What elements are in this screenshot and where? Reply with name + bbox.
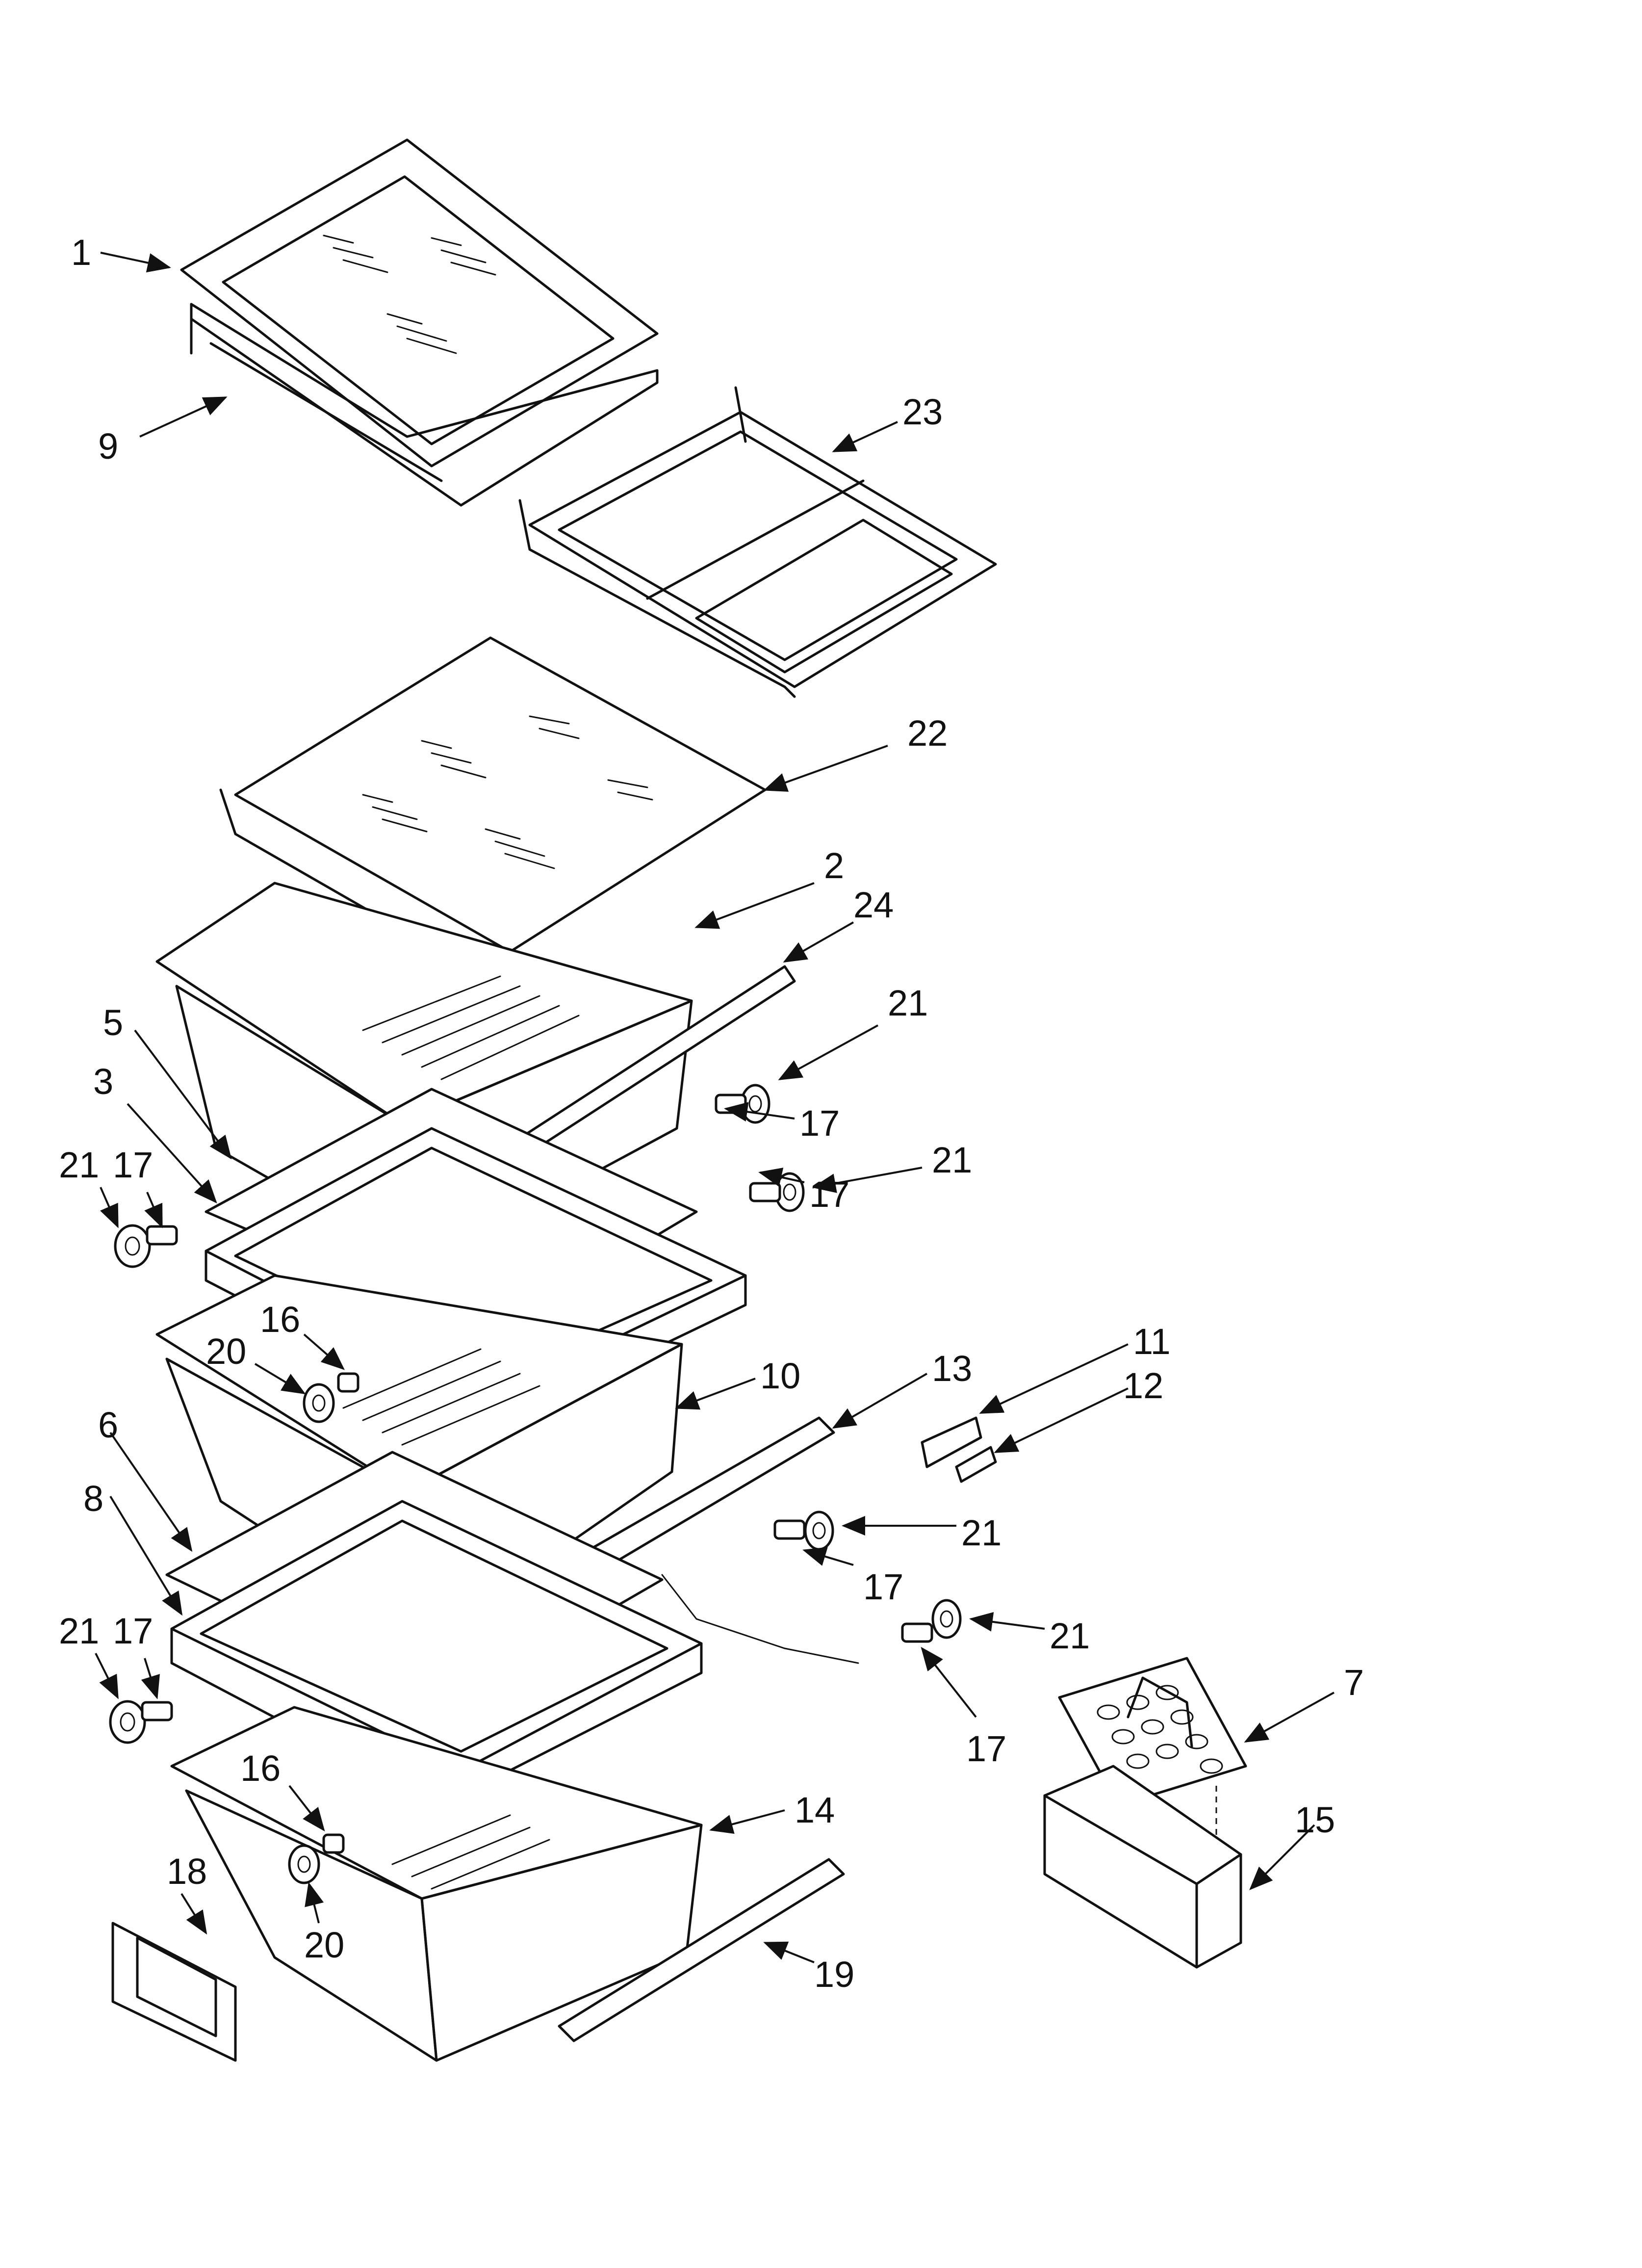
callout-6: 6 bbox=[98, 1405, 118, 1445]
callout-21-d: 21 bbox=[961, 1512, 1001, 1553]
part-15-egg-bin bbox=[1043, 1765, 1242, 1969]
callout-17-a: 17 bbox=[799, 1103, 840, 1144]
callout-16-a: 16 bbox=[260, 1299, 300, 1340]
callout-11: 11 bbox=[1133, 1321, 1171, 1362]
leader-lines bbox=[95, 252, 1334, 1963]
callout-1: 1 bbox=[71, 232, 91, 273]
callout-17-b: 17 bbox=[809, 1174, 849, 1215]
drawer-grille bbox=[342, 1348, 540, 1446]
glass-hatch-marks bbox=[323, 235, 496, 354]
callout-8: 8 bbox=[83, 1478, 103, 1519]
part-1-glass-shelf bbox=[180, 138, 659, 468]
callout-24: 24 bbox=[853, 885, 894, 925]
part-23-drawer-frame bbox=[518, 386, 997, 698]
part-12-clip bbox=[955, 1446, 997, 1483]
roller-20-upper bbox=[303, 1383, 335, 1423]
callout-20-a: 20 bbox=[206, 1331, 246, 1372]
part-10-crisper-drawer bbox=[155, 1274, 683, 1640]
axle-17-middle-right bbox=[773, 1519, 806, 1540]
panel-hatch-marks bbox=[362, 715, 653, 869]
callout-21-f: 21 bbox=[59, 1611, 99, 1651]
callout-3: 3 bbox=[93, 1061, 113, 1102]
callout-labels: 1 9 23 22 2 24 21 17 5 3 21 17 21 17 16 … bbox=[59, 232, 1364, 1995]
callout-17-f: 17 bbox=[113, 1611, 153, 1651]
callout-21-e: 21 bbox=[1050, 1616, 1090, 1656]
axle-17-lower-right bbox=[901, 1622, 933, 1643]
part-11-clip bbox=[921, 1416, 982, 1468]
callout-15: 15 bbox=[1295, 1799, 1335, 1840]
callout-7: 7 bbox=[1344, 1662, 1364, 1703]
axle-17-upper-left bbox=[146, 1225, 178, 1246]
roller-20-lower bbox=[288, 1844, 320, 1884]
wheel-21-middle-right bbox=[804, 1511, 834, 1551]
callout-13: 13 bbox=[932, 1348, 972, 1389]
callout-19: 19 bbox=[814, 1954, 854, 1995]
wheel-21-upper-left bbox=[114, 1224, 151, 1268]
callout-17-e: 17 bbox=[966, 1728, 1006, 1769]
egg-cups bbox=[1097, 1685, 1223, 1774]
callout-17-c: 17 bbox=[113, 1145, 153, 1185]
slide-rail-line bbox=[661, 1574, 859, 1664]
axle-17-lower-left bbox=[141, 1701, 173, 1721]
callout-17-d: 17 bbox=[863, 1566, 903, 1607]
part-19-drawer-trim bbox=[558, 1858, 845, 2042]
stud-16-lower bbox=[322, 1833, 345, 1854]
wheel-21-lower-left bbox=[109, 1700, 146, 1744]
callout-21-b: 21 bbox=[932, 1140, 972, 1180]
callout-2: 2 bbox=[824, 845, 844, 886]
callout-10: 10 bbox=[760, 1356, 800, 1396]
stud-16-upper bbox=[337, 1372, 359, 1393]
part-18-label-card bbox=[111, 1922, 237, 2062]
callout-22: 22 bbox=[907, 713, 948, 754]
callout-14: 14 bbox=[795, 1790, 835, 1830]
callout-16-b: 16 bbox=[240, 1748, 281, 1789]
callout-12: 12 bbox=[1123, 1365, 1163, 1406]
callout-21-a: 21 bbox=[888, 983, 928, 1023]
callout-5: 5 bbox=[103, 1002, 123, 1043]
callout-21-c: 21 bbox=[59, 1145, 99, 1185]
part-9-shelf-frame bbox=[190, 303, 659, 507]
callout-23: 23 bbox=[902, 391, 943, 432]
callout-20-b: 20 bbox=[304, 1925, 344, 1965]
drawer-grille bbox=[362, 975, 580, 1080]
part-14-crisper-drawer bbox=[170, 1706, 703, 2062]
callout-18: 18 bbox=[167, 1851, 207, 1892]
drawer-grille bbox=[391, 1814, 550, 1890]
callout-9: 9 bbox=[98, 426, 118, 467]
wheel-21-lower-right bbox=[931, 1599, 962, 1639]
axle-17-upper-right-2 bbox=[749, 1182, 781, 1202]
